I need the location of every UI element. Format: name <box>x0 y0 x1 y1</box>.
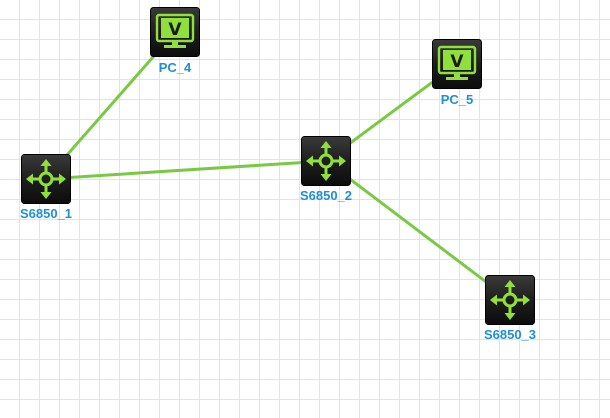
switch-arrows-icon <box>301 136 351 186</box>
device-label-pc-5: PC_5 <box>440 92 474 107</box>
switch-arrows-icon <box>485 275 535 325</box>
svg-text:V: V <box>168 20 182 40</box>
link-s2-s3[interactable] <box>324 159 512 302</box>
device-label-pc-4: PC_4 <box>158 60 192 75</box>
svg-text:V: V <box>450 52 464 72</box>
device-label-s6850-1: S6850_1 <box>19 206 73 221</box>
switch-arrows-icon <box>21 154 71 204</box>
device-label-s6850-3: S6850_3 <box>483 327 537 342</box>
device-label-s6850-2: S6850_2 <box>299 188 353 203</box>
link-s1-s2[interactable] <box>44 159 328 181</box>
pc-monitor-icon: V <box>150 7 200 57</box>
pc-monitor-icon: V <box>432 39 482 89</box>
